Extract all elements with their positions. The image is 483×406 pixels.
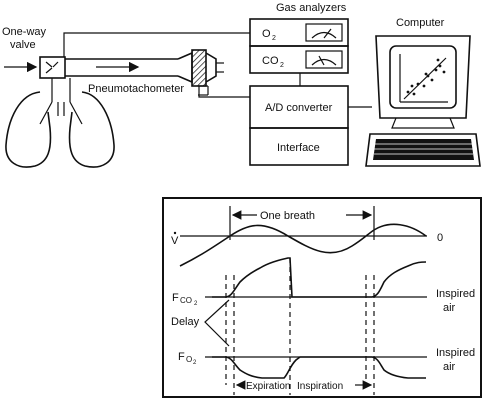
fo2-subscript2: 2 bbox=[193, 360, 197, 366]
ad-converter-label: A/D converter bbox=[265, 102, 333, 114]
fco2-subscript: CO bbox=[180, 296, 192, 305]
expiration-label: Expiration bbox=[246, 381, 290, 392]
one-way-valve-label-line2: valve bbox=[10, 39, 36, 51]
interface-box: Interface bbox=[249, 127, 349, 166]
computer-title: Computer bbox=[396, 17, 445, 29]
computer-keyboard-icon bbox=[365, 133, 481, 167]
gas-analyzers-title: Gas analyzers bbox=[276, 2, 347, 14]
one-way-valve-label-line1: One-way bbox=[2, 26, 47, 38]
o2-label: O bbox=[262, 28, 271, 40]
fo2-inspired-air-line1: Inspired bbox=[436, 347, 475, 359]
interface-label: Interface bbox=[277, 142, 320, 154]
inspiration-label: Inspiration bbox=[297, 381, 343, 392]
delay-label: Delay bbox=[171, 316, 200, 328]
signal-line-to-converter bbox=[198, 86, 250, 98]
flow-label: V bbox=[171, 235, 179, 247]
fco2-label: F bbox=[172, 292, 179, 304]
gas-analyzer-o2: O 2 bbox=[249, 18, 349, 47]
one-breath-label: One breath bbox=[260, 210, 315, 222]
pneumotachometer-label: Pneumotachometer bbox=[88, 83, 184, 95]
sample-line-to-analyzers bbox=[63, 32, 250, 57]
fo2-inspired-air-line2: air bbox=[443, 361, 456, 373]
co2-dial-icon bbox=[305, 50, 343, 69]
fco2-subscript2: 2 bbox=[194, 301, 198, 307]
delay-pointer bbox=[204, 299, 230, 347]
ad-converter-box: A/D converter bbox=[249, 85, 349, 129]
flow-zero-label: 0 bbox=[437, 232, 443, 244]
fco2-inspired-air-line1: Inspired bbox=[436, 288, 475, 300]
pneumotachometer-tube bbox=[65, 49, 224, 87]
graph-panel bbox=[162, 197, 482, 398]
lungs-icon bbox=[5, 78, 115, 168]
computer-monitor-icon bbox=[375, 35, 471, 129]
pneumotach-screen bbox=[191, 49, 207, 87]
fo2-subscript: O bbox=[186, 355, 192, 364]
gas-analyzer-co2: CO 2 bbox=[249, 45, 349, 74]
o2-dial-icon bbox=[305, 23, 343, 42]
flow-trace bbox=[179, 223, 427, 267]
fo2-trace bbox=[212, 356, 426, 379]
flow-dot-icon bbox=[173, 231, 177, 235]
fco2-trace bbox=[212, 257, 427, 298]
co2-subscript: 2 bbox=[280, 62, 284, 69]
one-way-valve bbox=[39, 56, 66, 79]
fco2-inspired-air-line2: air bbox=[443, 302, 456, 314]
co2-label: CO bbox=[262, 55, 279, 67]
fo2-label: F bbox=[178, 351, 185, 363]
o2-subscript: 2 bbox=[272, 35, 276, 42]
